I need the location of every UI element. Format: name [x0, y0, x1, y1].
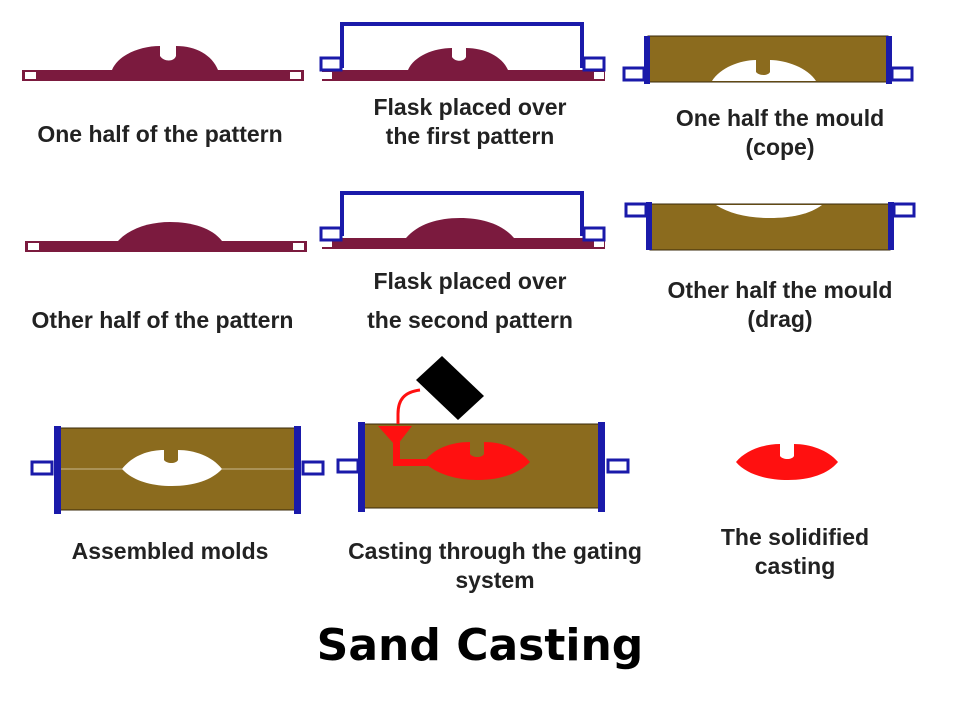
- pattern-board: [22, 70, 304, 81]
- caption-assembled-molds: Assembled molds: [20, 537, 320, 566]
- flask-wall-left: [646, 202, 652, 250]
- solidified-casting: [736, 444, 838, 480]
- caption-line: The solidified: [720, 524, 870, 550]
- pattern-board: [322, 70, 605, 81]
- caption-cope-mould: One half the mould (cope): [620, 104, 940, 162]
- board-lug-left: [322, 240, 332, 247]
- flask-outline: [340, 22, 584, 68]
- flask-lug-left: [30, 460, 54, 476]
- board-lug-left: [322, 72, 332, 79]
- caption-line: One half of the pattern: [37, 121, 283, 147]
- caption-pouring: Casting through the gating system: [310, 537, 680, 595]
- panel-cope-mould: [622, 35, 914, 84]
- panel-cope-flask: [319, 22, 606, 81]
- page-title: Sand Casting: [316, 620, 644, 671]
- panel-cope-pattern: [22, 46, 304, 81]
- flask-wall-right: [886, 36, 892, 84]
- flask-wall-left: [54, 426, 61, 514]
- board-lug-left: [28, 243, 39, 250]
- caption-line: the second pattern: [367, 307, 573, 333]
- flask-lug-right: [301, 460, 325, 476]
- caption-line: Casting through the gating: [348, 538, 642, 564]
- mould-cavity: [712, 60, 816, 81]
- flask-wall-right: [888, 202, 894, 250]
- sprue: [393, 442, 400, 466]
- pattern-half-dome: [118, 222, 222, 241]
- board-lug-right: [290, 72, 301, 79]
- caption-drag-pattern: Other half of the pattern: [0, 306, 325, 335]
- flask-lug-left: [319, 56, 343, 72]
- pouring-basin: [378, 426, 412, 444]
- flask-lug-right: [582, 226, 606, 242]
- molten-casting: [424, 442, 530, 480]
- caption-line: casting: [754, 553, 836, 579]
- panel-solidified-casting: [736, 444, 838, 480]
- caption-cope-pattern: One half of the pattern: [5, 120, 315, 149]
- mould-cavity: [716, 205, 822, 218]
- caption-line: Other half of the pattern: [31, 307, 294, 333]
- panel-drag-pattern: [25, 222, 307, 252]
- metal-stream: [396, 388, 421, 424]
- panel-drag-flask: [319, 191, 606, 249]
- caption-line: One half the mould: [675, 105, 885, 131]
- board-lug-right: [594, 72, 604, 79]
- ladle: [416, 356, 484, 420]
- flask-lug-left: [624, 202, 648, 218]
- mould-cavity: [122, 450, 222, 486]
- caption-line: Flask placed over: [373, 268, 567, 294]
- caption-line: (drag): [747, 306, 813, 332]
- flask-lug-left: [336, 458, 360, 474]
- flask-lug-left: [622, 66, 646, 82]
- flask-wall-right: [598, 422, 605, 512]
- board-lug-right: [594, 240, 604, 247]
- flask-lug-right: [606, 458, 630, 474]
- caption-line: system: [455, 567, 535, 593]
- panel-pouring: [336, 356, 630, 512]
- flask-lug-right: [582, 56, 606, 72]
- flask-wall-left: [358, 422, 365, 512]
- board-lug-right: [293, 243, 304, 250]
- caption-line: (cope): [745, 134, 815, 160]
- caption-line: Assembled molds: [71, 538, 269, 564]
- pattern-half-dome: [406, 218, 514, 238]
- pattern-board: [322, 238, 605, 249]
- caption-cope-flask: Flask placed over the first pattern: [315, 93, 625, 151]
- caption-drag-mould: Other half the mould (drag): [620, 276, 940, 334]
- panel-assembled-molds: [30, 426, 325, 514]
- flask-outline: [340, 191, 584, 236]
- pattern-board: [25, 241, 307, 252]
- runner: [393, 459, 431, 466]
- flask-wall-left: [644, 36, 650, 84]
- board-lug-left: [25, 72, 36, 79]
- caption-line: Other half the mould: [667, 277, 893, 303]
- split-pattern-half: [112, 46, 218, 70]
- caption-line: Flask placed over: [373, 94, 567, 120]
- caption-drag-flask: Flask placed over the second pattern: [315, 267, 625, 335]
- flask-wall-right: [294, 426, 301, 514]
- flask-lug-right: [892, 202, 916, 218]
- flask-lug-right: [890, 66, 914, 82]
- panel-drag-mould: [624, 202, 916, 251]
- flask-lug-left: [319, 226, 343, 242]
- caption-solidified-casting: The solidified casting: [660, 523, 930, 581]
- caption-line: the first pattern: [385, 123, 555, 149]
- split-pattern-half: [408, 48, 508, 70]
